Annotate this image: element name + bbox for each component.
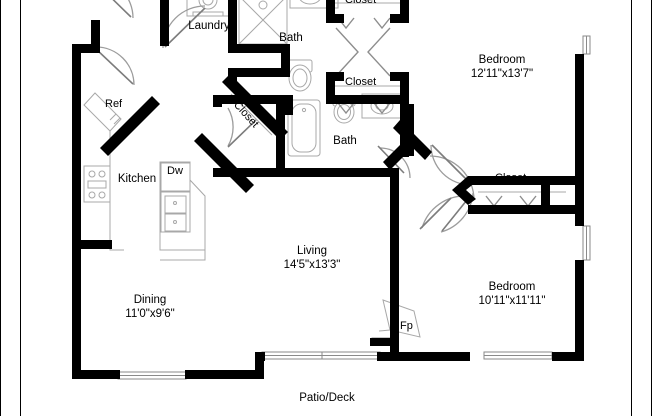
wall-living-bedroom2 [390, 168, 399, 360]
door-leaves [335, 17, 537, 208]
wall-bath2-bottom [213, 168, 393, 177]
window-openings [117, 35, 591, 380]
bathtub-icon [287, 99, 321, 157]
wall-left-exterior [72, 44, 81, 378]
refrigerator-icon [83, 92, 122, 132]
fireplace-label: Fp [400, 320, 413, 332]
wall-bedroom2-bottom [390, 352, 470, 361]
dishwasher-icon [160, 162, 191, 192]
stove-range-icon [83, 165, 111, 203]
kitchen-sink-icon [160, 191, 191, 233]
fixture-outlines [83, 0, 566, 338]
closet-label-top: Closet [345, 0, 377, 6]
wall-right-exterior-lower [575, 260, 584, 360]
wall-hall-closet-upper [222, 74, 288, 140]
wall-bath-master-left [228, 0, 237, 52]
sink-icon-master [289, 0, 339, 9]
wall-right-exterior-upper [575, 54, 584, 172]
dishwasher-label: Dw [167, 165, 183, 177]
wall-laundry-left [160, 0, 169, 46]
walls [72, 0, 584, 379]
kitchen-counter-outline [109, 128, 124, 251]
toilet-icon-second [332, 95, 356, 124]
wall-bath2-top [213, 95, 293, 104]
wall-master-closet-bottom [326, 95, 409, 104]
toilet-icon-master [287, 59, 313, 92]
wall-hall-diagonal-left [100, 96, 160, 156]
wall-center-jamb [390, 168, 399, 200]
closet-label-master: Closet [345, 76, 377, 88]
wall-hall-diagonal-right [194, 133, 254, 193]
refrigerator-label: Ref [105, 98, 123, 110]
closet-label-bedroom2: Closet [495, 172, 527, 184]
